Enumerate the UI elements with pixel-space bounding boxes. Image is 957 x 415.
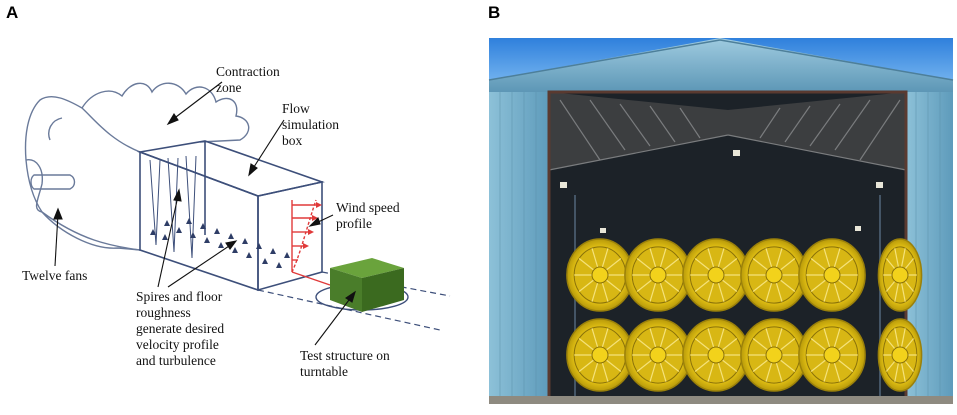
fan xyxy=(566,238,634,312)
test-structure-cube xyxy=(330,258,404,312)
label-flow-simulation-box: Flow simulation box xyxy=(282,101,339,148)
fan xyxy=(624,238,692,312)
fan xyxy=(877,238,923,312)
label-wind-speed-profile: Wind speed profile xyxy=(336,200,400,231)
panel-a-letter: A xyxy=(6,3,19,22)
wind-speed-profile xyxy=(291,199,331,286)
hangar-roof xyxy=(489,38,953,92)
fan xyxy=(740,238,808,312)
label-test-structure: Test structure on turntable xyxy=(300,348,390,379)
fan xyxy=(682,238,750,312)
hangar-wall-left xyxy=(489,92,549,402)
fan-array xyxy=(566,238,923,392)
fan xyxy=(798,238,866,312)
label-contraction-zone: Contraction zone xyxy=(216,64,280,95)
fan-housing-sketch xyxy=(24,82,250,251)
fan xyxy=(798,318,866,392)
leader-arrows xyxy=(53,81,356,346)
fan xyxy=(566,318,634,392)
floor-roughness-elements xyxy=(150,218,290,268)
fan xyxy=(877,318,923,392)
fan xyxy=(740,318,808,392)
label-spires-roughness: Spires and floor roughness generate desi… xyxy=(136,289,225,368)
fan xyxy=(624,318,692,392)
panel-b-letter: B xyxy=(488,3,501,22)
fan xyxy=(682,318,750,392)
spires xyxy=(149,155,197,259)
label-twelve-fans: Twelve fans xyxy=(22,268,88,283)
